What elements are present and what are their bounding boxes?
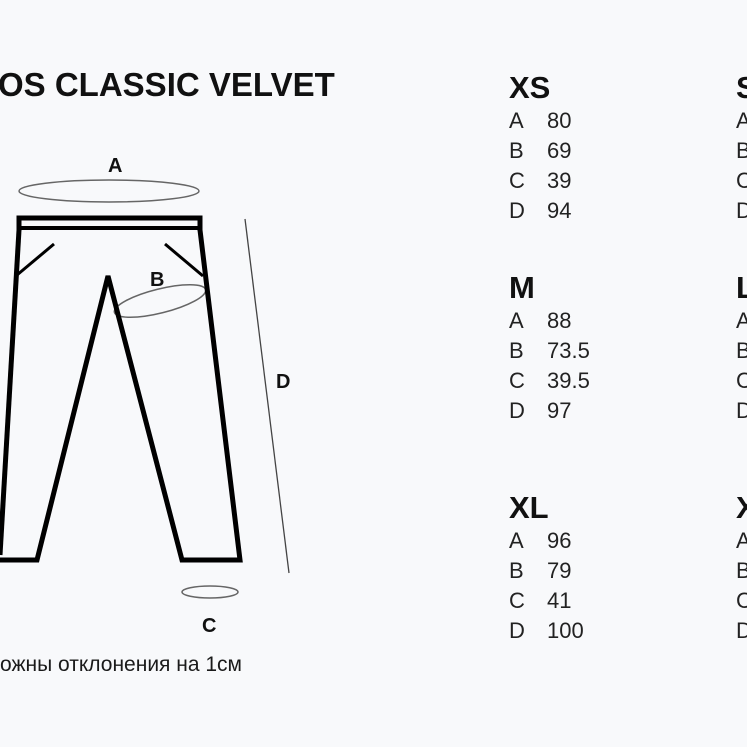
size-row: B <box>736 138 747 163</box>
product-title: OS CLASSIC VELVET <box>0 66 335 103</box>
label-c: C <box>202 615 217 637</box>
size-row: C <box>736 588 747 613</box>
size-row: C <box>736 168 747 193</box>
size-name: X <box>736 490 747 525</box>
size-row: C <box>736 368 747 393</box>
size-name: XL <box>509 490 549 525</box>
label-d: D <box>276 371 291 393</box>
size-block-l: L A B C D <box>736 272 747 426</box>
size-row: B <box>736 338 747 363</box>
size-row: A <box>736 528 747 553</box>
size-row: D <box>736 618 747 643</box>
size-block-s: S A B C D <box>736 72 747 226</box>
size-name: S <box>736 70 747 105</box>
tolerance-note: ожны отклонения на 1см <box>0 653 242 676</box>
label-a: A <box>108 155 123 177</box>
label-b: B <box>150 269 165 291</box>
pants-diagram <box>0 179 290 599</box>
size-row: D <box>736 198 747 223</box>
size-name: XS <box>509 70 551 105</box>
size-block-xxl: X A B C D <box>736 492 747 646</box>
size-row: D <box>736 398 747 423</box>
size-name: L <box>736 270 747 305</box>
size-row: A <box>736 108 747 133</box>
size-name: M <box>509 270 535 305</box>
size-row: B <box>736 558 747 583</box>
size-row: A <box>736 308 747 333</box>
